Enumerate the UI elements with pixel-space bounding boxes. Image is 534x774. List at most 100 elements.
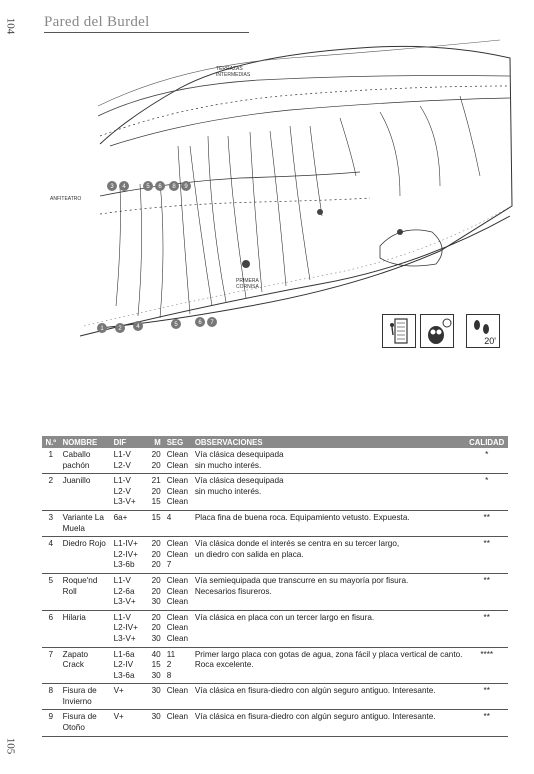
route-grade-line: L2-V: [113, 486, 131, 496]
family-owl-icon: [420, 314, 454, 348]
route-name: Zapato Crack: [59, 647, 111, 685]
route-protection-line: Clean: [166, 450, 189, 459]
route-quality: *: [465, 448, 508, 475]
route-observations-line: Vía clásica en fisura-diedro con algún s…: [194, 712, 436, 722]
route-marker-5b: 5: [171, 319, 181, 329]
route-protection-line: Clean: [166, 460, 189, 470]
route-meters-line: 20: [151, 460, 161, 470]
vegetation: [242, 209, 403, 268]
wall-icon: [382, 314, 416, 348]
route-protection-line: 7: [166, 560, 172, 570]
rock-outline: [99, 45, 513, 329]
route-protection-line: Clean: [166, 597, 189, 607]
svg-text:5: 5: [174, 322, 178, 328]
route-meters: 15: [146, 510, 164, 538]
route-name: Hilaria: [59, 610, 111, 648]
route-grade-line: L2-IV+: [113, 623, 138, 633]
route-protection-line: 11: [166, 649, 176, 659]
route-markers-lower: 1 2 4 5 6 7: [97, 317, 217, 333]
route-protection-line: Clean: [166, 712, 189, 722]
route-name: Juanillo: [59, 473, 111, 511]
route-marker-4: 4: [119, 181, 129, 191]
terrace-band: [99, 85, 511, 137]
route-protection-line: Clean: [166, 476, 189, 486]
route-name: Roque'nd Roll: [59, 573, 111, 611]
route-meters-line: 40: [151, 649, 161, 659]
route-meters-line: 20: [151, 486, 161, 496]
label-terrazas: TERRAZAS: [216, 66, 243, 72]
svg-text:5: 5: [146, 184, 150, 190]
route-grade: 6a+: [110, 510, 147, 538]
boulder: [379, 229, 443, 267]
route-protection-line: Clean: [166, 612, 189, 622]
route-protection-line: 4: [166, 512, 172, 522]
route-marker-6: 6: [155, 181, 165, 191]
upper-terrace: [97, 75, 511, 117]
route-grade-line: L3-V+: [113, 633, 136, 643]
route-observations-line: Roca excelente.: [194, 660, 254, 670]
route-grade-line: L1-V: [113, 575, 131, 585]
route-meters-line: 30: [151, 712, 161, 722]
route-meters-line: 20: [151, 450, 161, 459]
route-marker-5: 5: [143, 181, 153, 191]
route-observations: Placa fina de buena roca. Equipamiento v…: [191, 510, 466, 538]
header-seg: SEG: [163, 436, 192, 448]
page-title: Pared del Burdel: [44, 14, 150, 30]
label-cornisa: CORNISA: [236, 284, 259, 290]
header-m: M: [146, 436, 164, 448]
route-observations-line: Vía clásica en placa con un tercer largo…: [194, 612, 375, 622]
routes-table: N.º NOMBRE DIF M SEG OBSERVACIONES CALID…: [42, 436, 508, 737]
route-marker-2: 2: [115, 323, 125, 333]
svg-text:4: 4: [122, 184, 126, 190]
route-meters-line: 15: [151, 660, 161, 670]
route-marker-7: 7: [207, 317, 217, 327]
route-observations-line: Placa fina de buena roca. Equipamiento v…: [194, 512, 410, 522]
route-meters-line: 30: [151, 597, 161, 607]
route-quality: **: [465, 536, 508, 574]
route-marker-3: 3: [107, 181, 117, 191]
route-meters-line: 20: [151, 549, 161, 559]
approach-footprints-icon: 20': [466, 314, 500, 348]
route-observations: Vía clásica donde el interés se centra e…: [191, 536, 466, 574]
route-protection-line: Clean: [166, 586, 189, 596]
route-observations: Vía clásica en placa con un tercer largo…: [191, 610, 466, 648]
topo-drawing: TERRAZAS INTERMEDIAS ANFITEATRO PRIMERA …: [50, 39, 513, 337]
header-observaciones: OBSERVACIONES: [191, 436, 466, 448]
route-marker-9: 9: [181, 181, 191, 191]
route-observations-line: Vía clásica en fisura-diedro con algún s…: [194, 686, 436, 696]
route-observations-line: Vía semiequipada que transcurre en su ma…: [194, 575, 409, 585]
route-grade-line: L1-V: [113, 612, 131, 622]
route-protection-line: Clean: [166, 633, 189, 643]
route-marker-6b: 6: [195, 317, 205, 327]
route-number: 8: [42, 683, 60, 711]
route-meters-line: 20: [151, 575, 161, 585]
route-observations: Primer largo placa con gotas de agua, zo…: [191, 647, 466, 685]
route-observations-line: Vía clásica desequipada: [194, 450, 284, 459]
route-meters-line: 30: [151, 686, 161, 696]
route-marker-1: 1: [97, 323, 107, 333]
route-lines: [115, 95, 481, 319]
route-grade: L1-IV+L2-IV+L3-6b: [110, 536, 147, 574]
route-quality: **: [465, 510, 508, 538]
svg-text:6: 6: [158, 184, 162, 190]
route-name: Variante La Muela: [59, 510, 111, 538]
route-number: 1: [42, 448, 60, 475]
route-grade-line: L2-6a: [113, 586, 135, 596]
